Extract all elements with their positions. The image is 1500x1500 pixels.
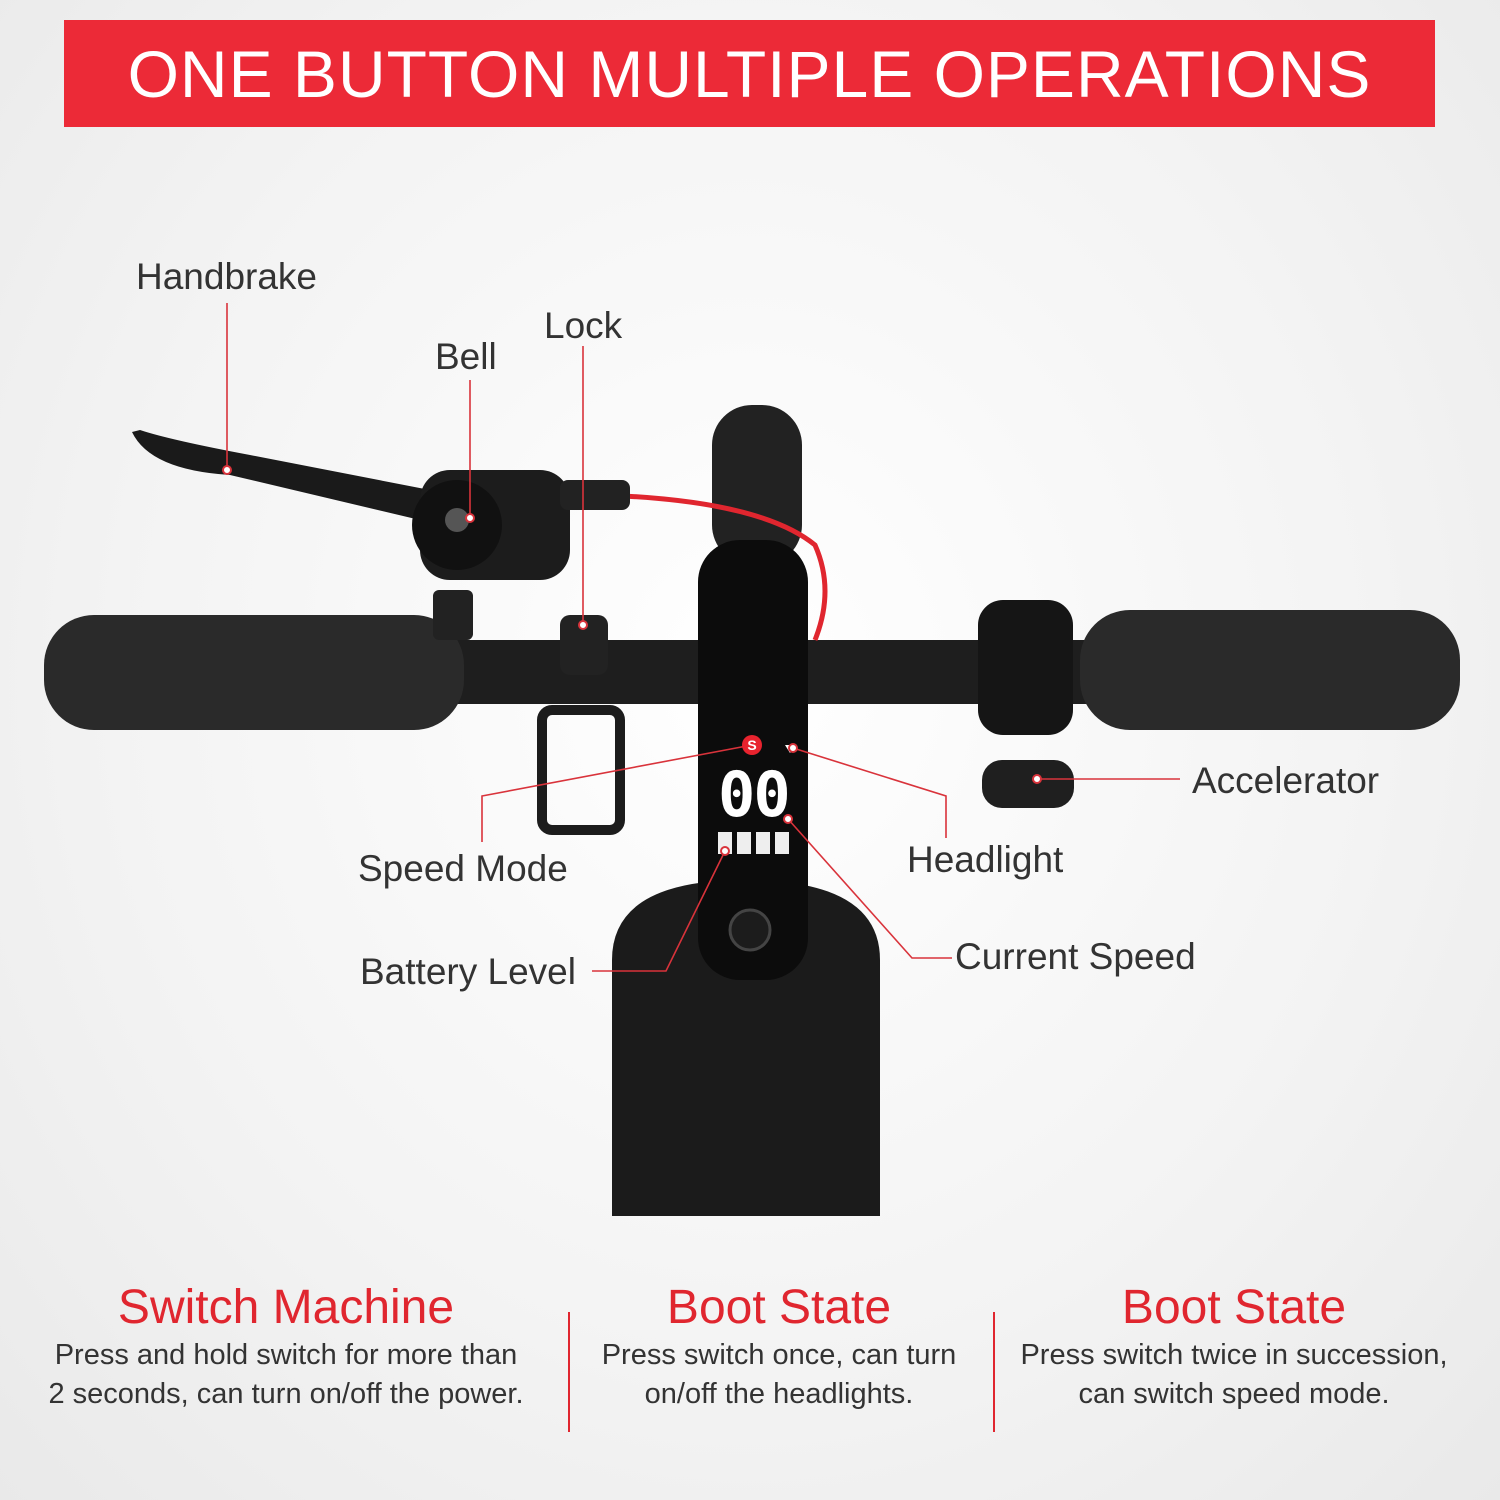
- speed-display: 00: [718, 758, 791, 831]
- dashboard: [698, 540, 808, 980]
- label-lock: Lock: [544, 305, 623, 346]
- label-speed-mode: Speed Mode: [358, 848, 568, 889]
- power-button: [728, 908, 772, 952]
- operation-boot-speed-mode: Boot State Press switch twice in success…: [974, 1280, 1494, 1414]
- operation-title: Switch Machine: [117, 1281, 455, 1334]
- divider: [568, 1312, 570, 1432]
- throttle-housing: [978, 600, 1073, 735]
- fender: [612, 880, 880, 1216]
- hook: [537, 705, 625, 835]
- label-bell: Bell: [435, 336, 497, 377]
- divider: [993, 1312, 995, 1432]
- operation-line: on/off the headlights.: [644, 1378, 914, 1410]
- accelerator-lever: [982, 760, 1074, 808]
- operation-line: Press switch once, can turn: [601, 1339, 957, 1371]
- operation-line: Press and hold switch for more than: [54, 1339, 518, 1371]
- operation-switch-machine: Switch Machine Press and hold switch for…: [26, 1280, 546, 1414]
- operation-line: 2 seconds, can turn on/off the power.: [48, 1378, 524, 1410]
- lock: [560, 615, 608, 675]
- brake-cable: [599, 492, 828, 641]
- operation-title: Boot State: [1121, 1281, 1347, 1334]
- label-current-speed: Current Speed: [955, 936, 1196, 977]
- brake-lever: [132, 430, 430, 520]
- label-handbrake: Handbrake: [136, 256, 318, 297]
- label-accelerator: Accelerator: [1192, 760, 1380, 801]
- title-banner: ONE BUTTON MULTIPLE OPERATIONS: [64, 20, 1435, 127]
- label-headlight: Headlight: [907, 839, 1064, 880]
- right-grip: [1080, 610, 1460, 730]
- operation-line: Press switch twice in succession,: [1020, 1339, 1448, 1371]
- operation-boot-headlight: Boot State Press switch once, can turn o…: [519, 1280, 1039, 1414]
- banner-title: ONE BUTTON MULTIPLE OPERATIONS: [127, 36, 1372, 111]
- operation-line: can switch speed mode.: [1078, 1378, 1390, 1410]
- operation-title: Boot State: [666, 1281, 892, 1334]
- left-grip: [44, 615, 464, 730]
- speed-mode-indicator: S: [742, 735, 762, 755]
- label-battery-level: Battery Level: [360, 951, 576, 992]
